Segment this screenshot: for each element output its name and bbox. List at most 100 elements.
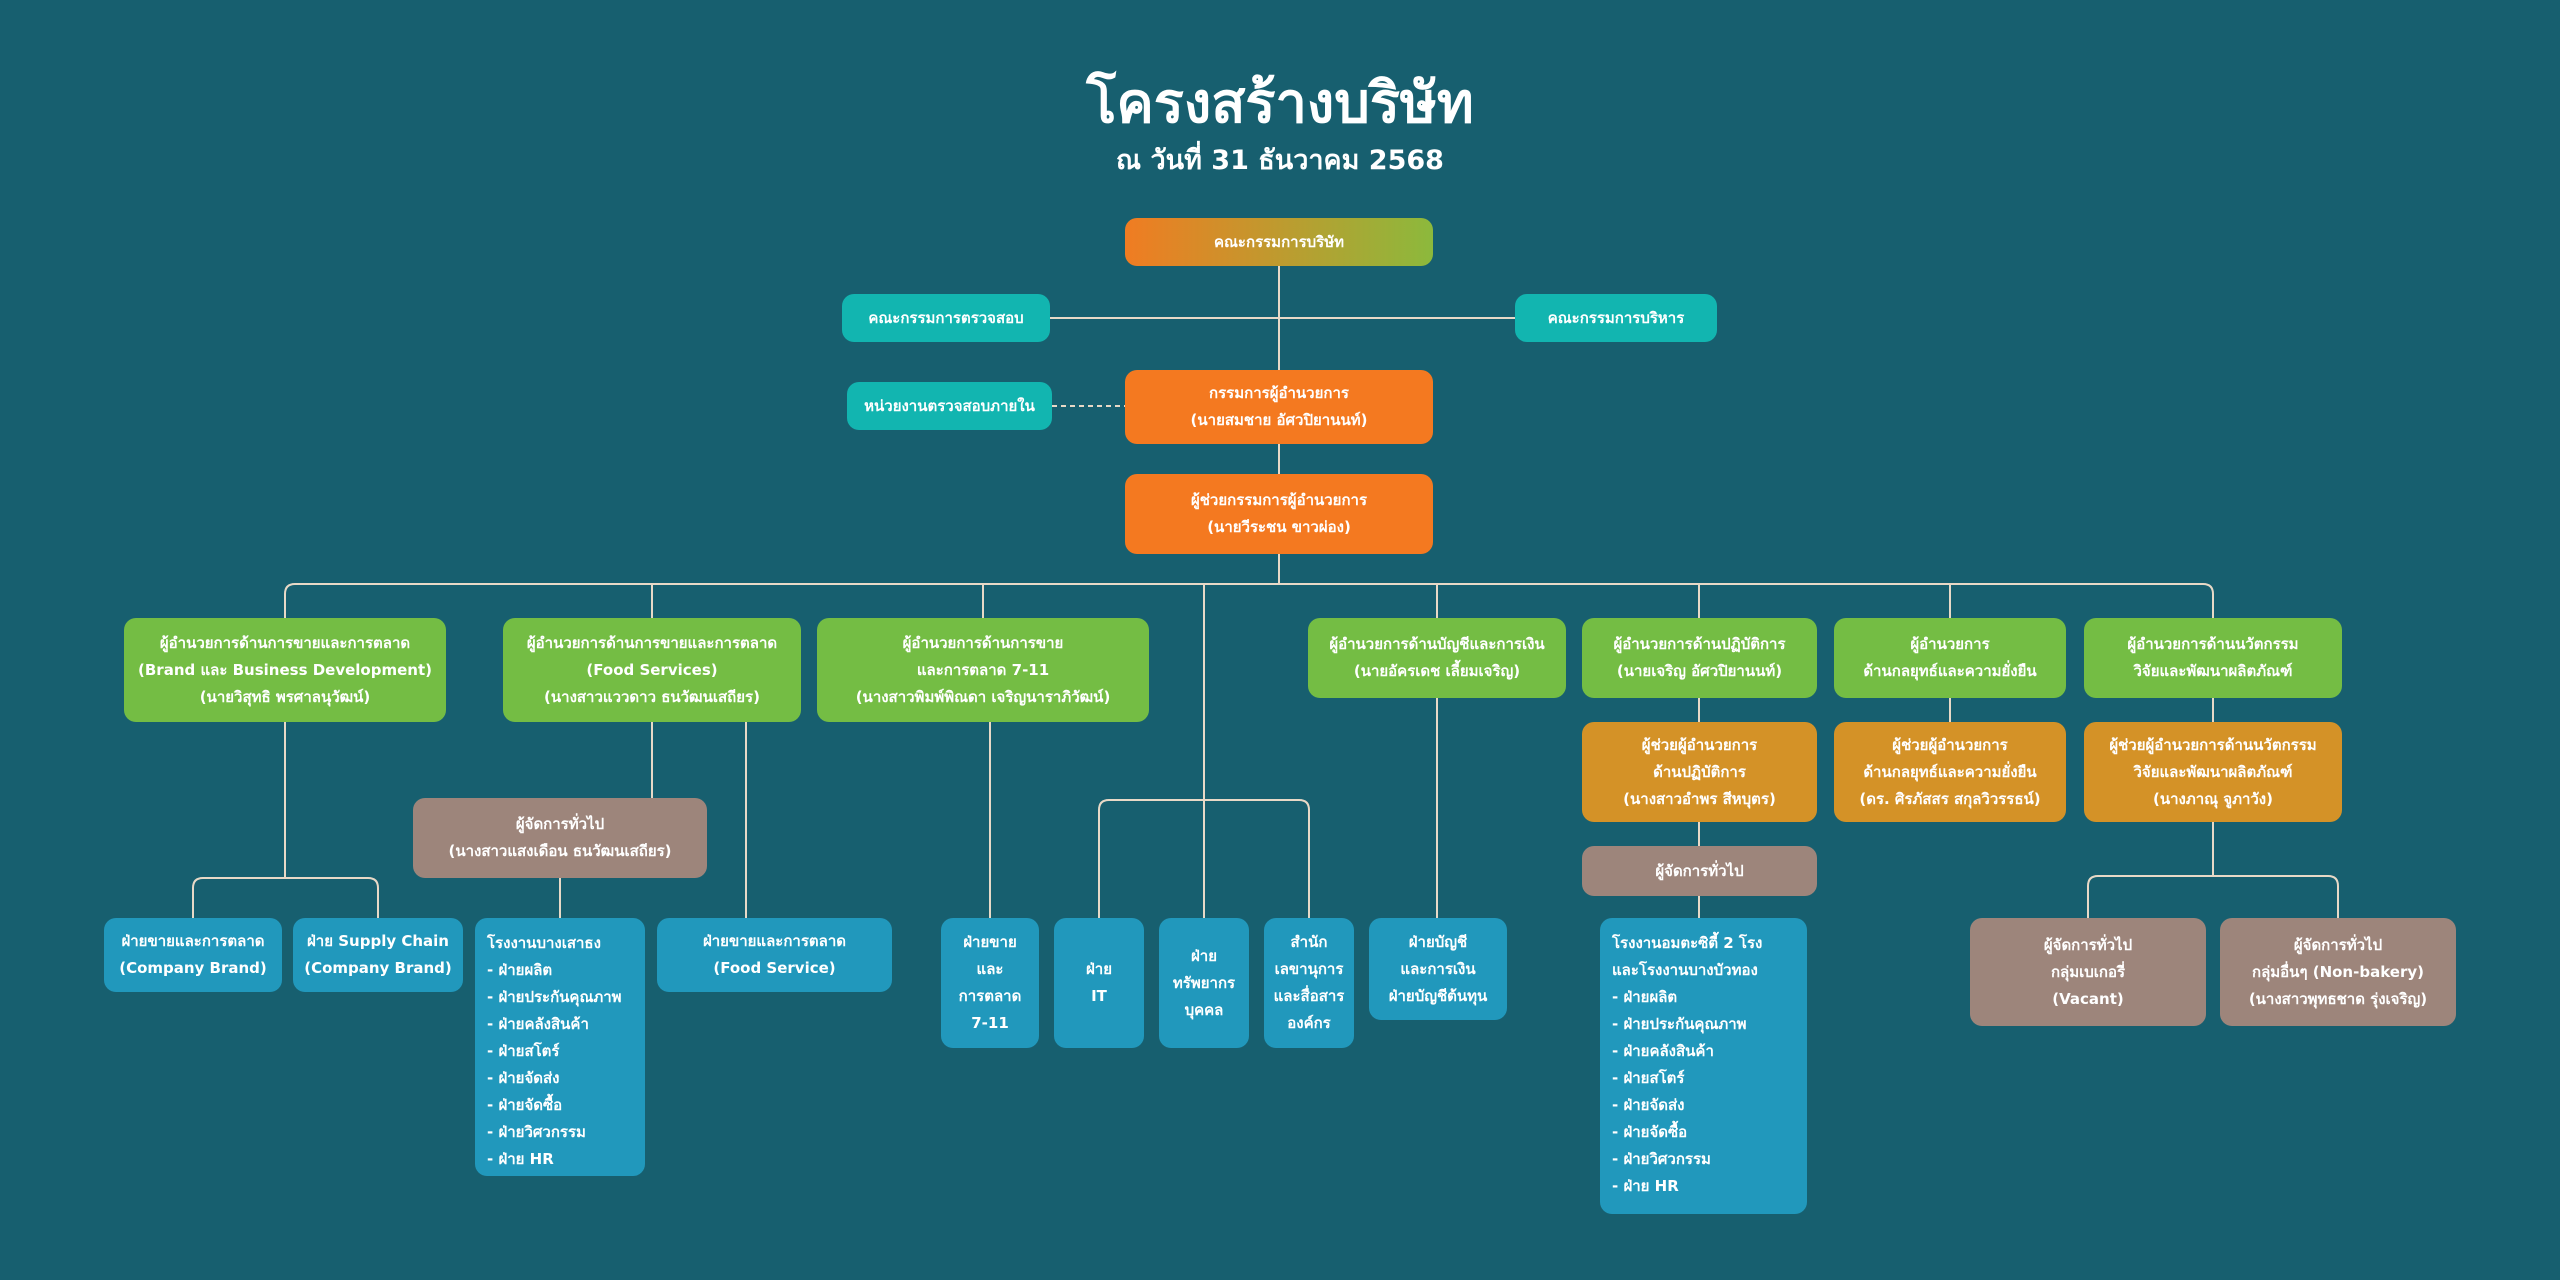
plant-ayutthaya-line: - ฝ่ายผลิต [1612, 988, 1678, 1006]
dept-finance-line: ฝ่ายบัญชี [1408, 932, 1468, 951]
director-innovation-box: ผู้อำนวยการด้านนวัตกรรมวิจัยและพัฒนาผลิต… [2084, 618, 2342, 698]
gm-nonbakery-line: กลุ่มอื่นๆ (Non-bakery) [2252, 962, 2424, 981]
plant-bangsaothong-line: - ฝ่ายสโตร์ [487, 1042, 560, 1060]
dept-sales-brand-line: (Company Brand) [119, 959, 267, 977]
plant-amata-box: โรงงานอมตะซิตี้ 2 โรงและโรงงานบางบัวทอง -… [1600, 918, 1807, 1214]
exec-committee-line: คณะกรรมการบริหาร [1547, 308, 1685, 327]
dir-711-line: และการตลาด 7-11 [916, 660, 1050, 679]
chart-title: โครงสร้างบริษัท [1086, 71, 1474, 136]
gm-bakery-line: กลุ่มเบเกอรี่ [2050, 962, 2126, 981]
dept-secretary-line: และสื่อสาร [1273, 987, 1345, 1005]
managing-director-box: กรรมการผู้อำนวยการ(นายสมชาย อัศวปิยานนท์… [1125, 370, 1433, 444]
audit-committee-box: คณะกรรมการตรวจสอบ [842, 294, 1050, 342]
gm-ops-line: ผู้จัดการทั่วไป [1655, 861, 1744, 880]
dept-it-line: ฝ่าย [1085, 960, 1112, 978]
internal-audit-box: หน่วยงานตรวจสอบภายใน [847, 382, 1052, 430]
plant-bangsaothong-line: - ฝ่ายผลิต [487, 961, 553, 979]
dir-brand-line: (Brand และ Business Development) [138, 660, 432, 679]
plant-bangsaothong-line: - ฝ่ายประกันคุณภาพ [487, 988, 622, 1006]
plant-bangsaothong-line: - ฝ่าย HR [487, 1150, 554, 1168]
asst-strategy-line: ผู้ช่วยผู้อำนวยการ [1892, 735, 2008, 754]
gm-bakery-line: (Vacant) [2052, 989, 2124, 1008]
dir-finance-line: ผู้อำนวยการด้านบัญชีและการเงิน [1329, 635, 1545, 653]
general-manager-operations-box: ผู้จัดการทั่วไป [1582, 846, 1817, 896]
dir-brand-line: (นายวิสุทธิ พรศาลนุวัฒน์) [199, 687, 371, 706]
plant-ayutthaya-line: และโรงงานบางบัวทอง [1612, 961, 1758, 979]
plant-ayutthaya-line: - ฝ่ายสโตร์ [1612, 1069, 1685, 1087]
dept-sales-food-line: (Food Service) [713, 959, 836, 977]
dept-human-resources-box: ฝ่ายทรัพยากรบุคคล [1159, 918, 1249, 1048]
assistant-director-innovation-box: ผู้ช่วยผู้อำนวยการด้านนวัตกรรมวิจัยและพั… [2084, 722, 2342, 822]
asst-innovation-line: (นางภาณุ จูภาวัง) [2152, 789, 2273, 808]
dept-sales-food-line: ฝ่ายขายและการตลาด [702, 932, 847, 950]
dir-ops-line: ผู้อำนวยการด้านปฏิบัติการ [1613, 635, 1786, 653]
plant-bangsaothong-box: โรงงานบางเสาธง - ฝ่ายผลิต - ฝ่ายประกันคุณภ… [475, 918, 645, 1176]
asst-strategy-line: ด้านกลยุทธ์และความยั่งยืน [1863, 762, 2037, 781]
gm-nonbakery-line: (นางสาวพุทธชาด รุ่งเจริญ) [2248, 989, 2428, 1008]
plant-ayutthaya-line: - ฝ่ายวิศวกรรม [1612, 1150, 1711, 1168]
plant-ayutthaya-line: - ฝ่ายประกันคุณภาพ [1612, 1015, 1747, 1033]
general-manager-bakery-box: ผู้จัดการทั่วไปกลุ่มเบเกอรี่ (Vacant) [1970, 918, 2206, 1026]
dept-711-line: ฝ่ายขาย [963, 933, 1017, 951]
dir-strategy-line: ผู้อำนวยการ [1910, 635, 1990, 653]
dir-food-line: (นางสาวแววดาว ธนวัฒนเสถียร) [544, 687, 760, 706]
dept-finance-line: และการเงิน [1400, 959, 1476, 978]
dir-brand-line: ผู้อำนวยการด้านการขายและการตลาด [159, 633, 411, 652]
connector-line [284, 583, 2214, 618]
connector-line [192, 877, 379, 918]
plant-bangsaothong-line: - ฝ่ายจัดส่ง [487, 1069, 560, 1087]
dept-711-line: และ [976, 960, 1004, 978]
director-finance-box: ผู้อำนวยการด้านบัญชีและการเงิน (นายอัครเด… [1308, 618, 1566, 698]
dir-strategy-line: ด้านกลยุทธ์และความยั่งยืน [1863, 662, 2037, 680]
plant-bangsaothong-line: - ฝ่ายจัดซื้อ [487, 1096, 563, 1114]
board-of-directors-box: คณะกรรมการบริษัท [1125, 218, 1433, 266]
director-brand-box: ผู้อำนวยการด้านการขายและการตลาด (Brand แล… [124, 618, 446, 722]
gm-food-line: (นางสาวแสงเดือน ธนวัฒนเสถียร) [448, 842, 672, 860]
dept-supply-chain-box: ฝ่าย Supply Chain(Company Brand) [293, 918, 463, 992]
asst-ops-line: ด้านปฏิบัติการ [1653, 762, 1746, 781]
dept-hr-line: บุคคล [1184, 1000, 1224, 1019]
asst-innovation-line: ผู้ช่วยผู้อำนวยการด้านนวัตกรรม [2109, 735, 2317, 754]
dir-711-line: ผู้อำนวยการด้านการขาย [902, 633, 1064, 652]
dept-it-line: IT [1091, 987, 1107, 1005]
plant-bangsaothong-line: โรงงานบางเสาธง [487, 934, 601, 952]
chart-subtitle: ณ วันที่ 31 ธันวาคม 2568 [1116, 145, 1444, 176]
md-line: (นายสมชาย อัศวปิยานนท์) [1190, 411, 1368, 429]
dir-food-line: (Food Services) [586, 660, 718, 679]
dir-finance-line: (นายอัครเดช เลี้ยมเจริญ) [1353, 662, 1521, 680]
director-strategy-box: ผู้อำนวยการด้านกลยุทธ์และความยั่งยืน [1834, 618, 2066, 698]
connector-line [2087, 875, 2339, 918]
dir-711-line: (นางสาวพิมพ์พิณดา เจริญนาราภิวัฒน์) [855, 687, 1111, 706]
plant-bangsaothong-line: - ฝ่ายวิศวกรรม [487, 1123, 586, 1141]
connector-line [1098, 799, 1310, 918]
gm-nonbakery-line: ผู้จัดการทั่วไป [2293, 935, 2383, 954]
board-line: คณะกรรมการบริษัท [1213, 232, 1344, 251]
plant-ayutthaya-line: โรงงานอมตะซิตี้ 2 โรง [1612, 934, 1763, 952]
general-manager-food-box: ผู้จัดการทั่วไป (นางสาวแสงเดือน ธนวัฒนเสถ… [413, 798, 707, 878]
plant-ayutthaya-line: - ฝ่ายจัดซื้อ [1612, 1123, 1688, 1141]
plant-bangsaothong-line: - ฝ่ายคลังสินค้า [487, 1015, 589, 1033]
gm-bakery-line: ผู้จัดการทั่วไป [2043, 935, 2133, 954]
gm-food-line: ผู้จัดการทั่วไป [515, 815, 605, 833]
dept-finance-line: ฝ่ายบัญชีต้นทุน [1388, 986, 1488, 1005]
dept-sales-brand-line: ฝ่ายขายและการตลาด [121, 932, 265, 950]
dept-hr-line: ฝ่าย [1190, 946, 1217, 965]
dir-innovation-line: ผู้อำนวยการด้านนวัตกรรม [2127, 635, 2299, 653]
dept-sales-company-brand-box: ฝ่ายขายและการตลาด (Company Brand) [104, 918, 282, 992]
asst-ops-line: ผู้ช่วยผู้อำนวยการ [1641, 735, 1758, 754]
assistant-director-operations-box: ผู้ช่วยผู้อำนวยการด้านปฏิบัติการ (นางสาวอ… [1582, 722, 1817, 822]
director-seven-eleven-box: ผู้อำนวยการด้านการขายและการตลาด 7-11 (นาง… [817, 618, 1149, 722]
dept-finance-box: ฝ่ายบัญชีและการเงินฝ่ายบัญชีต้นทุน [1369, 918, 1507, 1020]
dept-secretary-line: เลขานุการ [1274, 960, 1344, 978]
dir-innovation-line: วิจัยและพัฒนาผลิตภัณฑ์ [2133, 662, 2293, 680]
asst-innovation-line: วิจัยและพัฒนาผลิตภัณฑ์ [2133, 762, 2293, 781]
dept-hr-line: ทรัพยากร [1172, 973, 1236, 992]
dept-711-line: การตลาด [958, 987, 1022, 1005]
asst-ops-line: (นางสาวอำพร สีหบุตร) [1623, 789, 1776, 808]
plant-ayutthaya-line: - ฝ่ายจัดส่ง [1612, 1096, 1685, 1114]
dept-it-box: ฝ่าย IT [1054, 918, 1144, 1048]
dept-supply-line: ฝ่าย Supply Chain [307, 932, 449, 950]
dept-secretary-line: องค์กร [1287, 1014, 1331, 1032]
